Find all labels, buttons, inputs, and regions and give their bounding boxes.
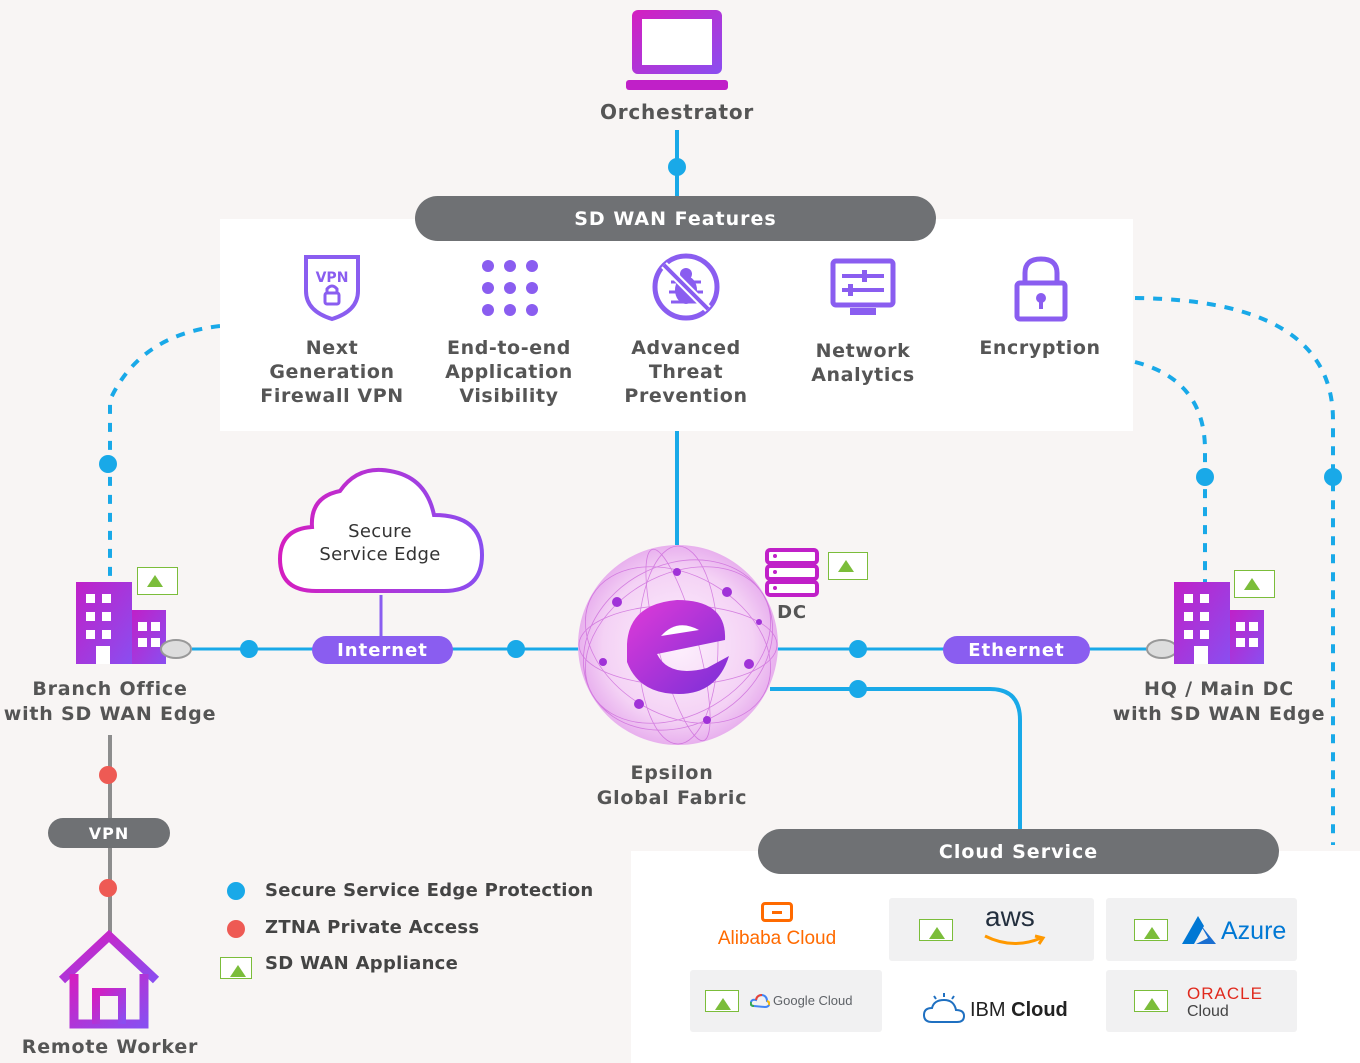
- ethernet-pill: Ethernet: [943, 636, 1090, 664]
- internet-pill: Internet: [312, 636, 453, 664]
- feature-label-network-analytics: Network Analytics: [811, 340, 915, 386]
- azure-icon: [1182, 916, 1216, 944]
- legend-dot-sse: [227, 882, 245, 900]
- oracle-cloud-text: Cloud: [1187, 1003, 1229, 1020]
- no-bug-icon: [652, 253, 720, 321]
- hq-building-icon: [1146, 582, 1264, 664]
- house-icon: [58, 930, 160, 1029]
- cloud-icon: [277, 468, 485, 593]
- branch-label: Branch Office with SD WAN Edge: [3, 678, 217, 725]
- laptop-icon: [626, 10, 728, 90]
- server-icon: [765, 548, 819, 597]
- aws-smile-icon: [984, 934, 1046, 945]
- ibm-text: IBM: [970, 999, 1006, 1021]
- feature-label-app-visibility: End-to-end Application Visibility: [445, 337, 573, 407]
- oracle-text: ORACLE: [1187, 984, 1263, 1003]
- feature-label-firewall-vpn: Next Generation Firewall VPN: [260, 337, 404, 407]
- alibaba-cloud-logo: Alibaba Cloud: [712, 902, 842, 962]
- sd-wan-appliance-azure: [1134, 919, 1168, 941]
- padlock-icon: [1014, 256, 1068, 322]
- legend-sse: Secure Service Edge Protection: [265, 880, 594, 901]
- fabric-label: Epsilon Global Fabric: [596, 762, 748, 809]
- feature-label-threat-prevention: Advanced Threat Prevention: [624, 337, 748, 407]
- features-title: SD WAN Features: [415, 196, 936, 241]
- vpn-badge: VPN: [316, 270, 349, 286]
- dc-label: DC: [777, 602, 807, 623]
- sd-wan-appliance-hq: [1234, 570, 1275, 598]
- aws-text: aws: [985, 901, 1035, 932]
- cloud-service-title: Cloud Service: [758, 829, 1279, 874]
- legend-appliance: SD WAN Appliance: [265, 953, 459, 974]
- sd-wan-appliance-branch: [137, 567, 178, 595]
- alibaba-text: Alibaba Cloud: [717, 928, 837, 949]
- sse-label: Secure Service Edge: [319, 521, 441, 565]
- orchestrator-label: Orchestrator: [599, 100, 755, 124]
- dots-grid-icon: [482, 260, 538, 316]
- legend-ztna: ZTNA Private Access: [265, 917, 480, 938]
- alibaba-icon: [761, 902, 793, 922]
- building-icon: [76, 582, 192, 664]
- azure-text: Azure: [1221, 917, 1287, 945]
- legend-appliance-icon: [220, 957, 252, 979]
- feature-label-encryption: Encryption: [979, 337, 1101, 359]
- google-cloud-icon: [750, 994, 770, 1008]
- ibm-cloud-word: Cloud: [1011, 999, 1068, 1021]
- ibm-cloud-icon: [922, 993, 966, 1023]
- vpn-shield-icon: VPN: [304, 255, 360, 322]
- hq-label: HQ / Main DC with SD WAN Edge: [1112, 678, 1326, 725]
- features-panel: [220, 219, 1133, 431]
- analytics-monitor-icon: [830, 258, 896, 315]
- sd-wan-appliance-aws: [919, 919, 953, 941]
- sd-wan-appliance-dc: [828, 552, 868, 580]
- sd-wan-appliance-google: [705, 990, 739, 1012]
- ibm-cloud-text: IBM Cloud: [970, 999, 1068, 1022]
- legend-dot-ztna: [227, 920, 245, 938]
- vpn-pill: VPN: [48, 818, 170, 848]
- remote-worker-label: Remote Worker: [21, 1036, 199, 1058]
- google-cloud-text: Google Cloud: [773, 993, 853, 1008]
- sd-wan-appliance-oracle: [1134, 990, 1168, 1012]
- globe-icon: [578, 545, 778, 745]
